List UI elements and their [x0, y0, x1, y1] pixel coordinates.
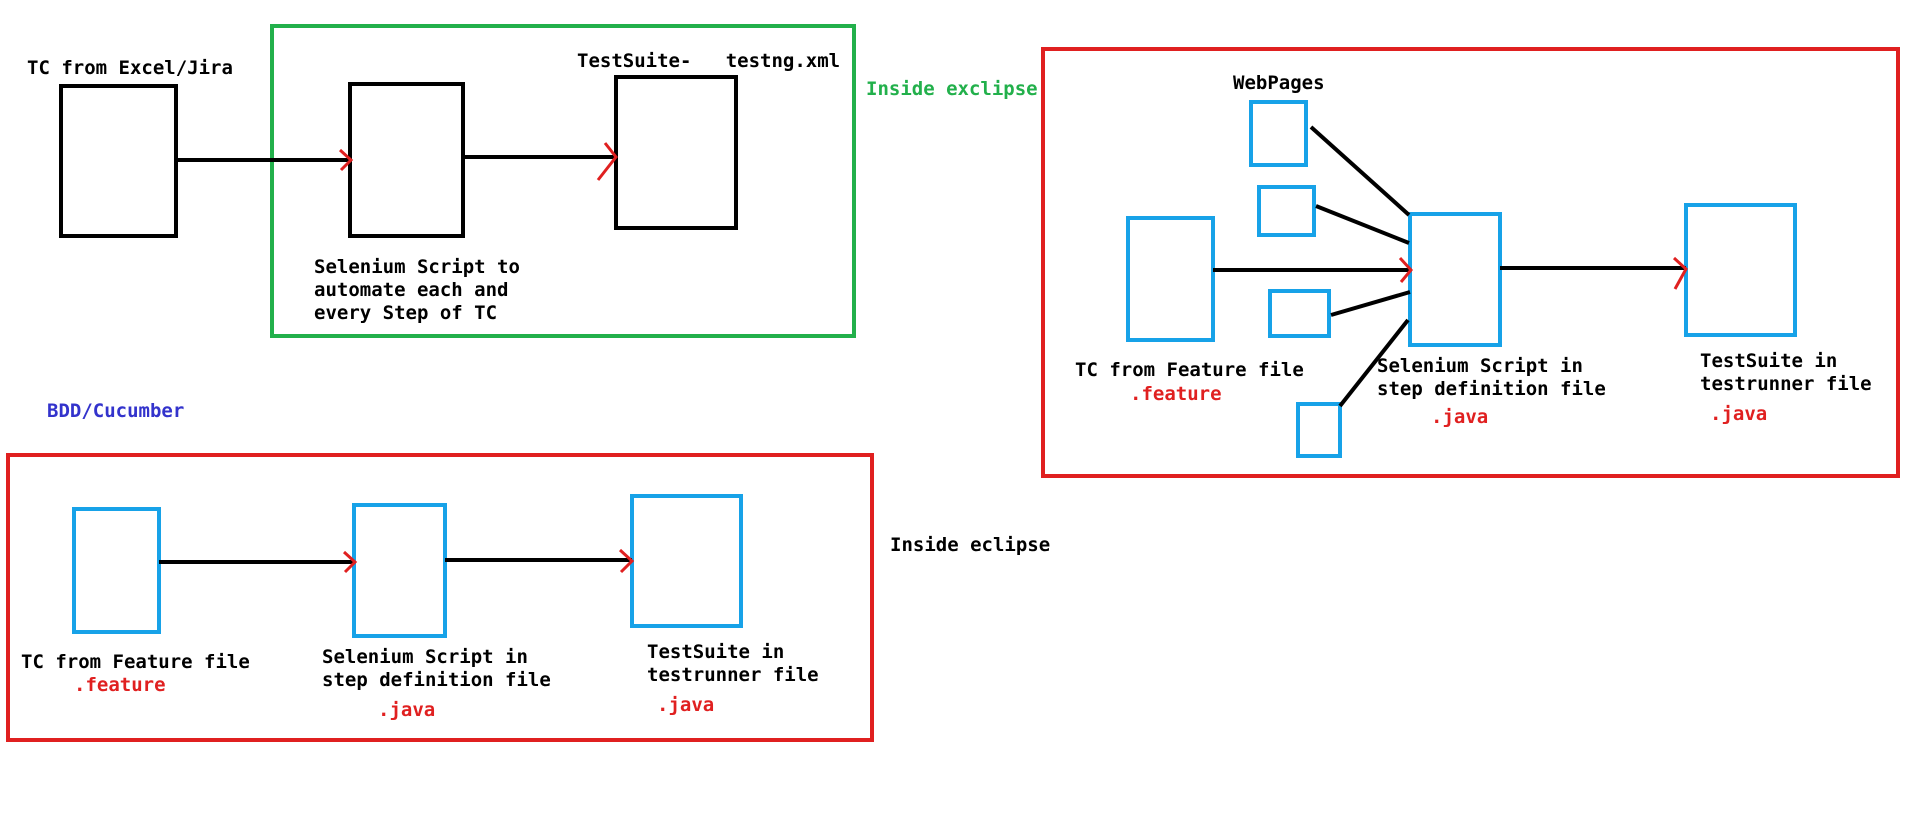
bdd-detail-frame-red [1041, 47, 1900, 478]
arrowhead-detail-feature-to-step [1398, 256, 1413, 283]
arrowhead-step-to-runner [618, 548, 635, 574]
detail-feature-box [1126, 216, 1215, 342]
arrowhead-detail-step-to-runner [1672, 256, 1688, 290]
detail-step-definition-box [1408, 212, 1502, 347]
webpage-box-3 [1268, 289, 1331, 338]
feature-file-box [72, 507, 161, 634]
arrowhead-tc-to-script [338, 148, 354, 172]
detail-step-java-ext-label: .java [1431, 406, 1489, 428]
detail-feature-ext-label: .feature [1130, 383, 1222, 405]
bdd-frame-red [6, 453, 874, 742]
step-java-ext-label: .java [378, 699, 436, 721]
tc-excel-label: TC from Excel/Jira [27, 57, 233, 79]
testsuite-xml-label: TestSuite- testng.xml [577, 50, 841, 72]
detail-runner-java-ext-label: .java [1710, 403, 1768, 425]
link-webpage-2 [1315, 204, 1410, 245]
inside-eclipse-label: Inside eclipse [890, 534, 1051, 556]
webpage-box-1 [1249, 100, 1308, 167]
detail-runner-label-line2: testrunner file [1700, 373, 1872, 395]
selenium-script-label-line2: automate each and [314, 279, 509, 301]
step-definition-box [352, 503, 447, 638]
inside-eclipse-frame-green [270, 24, 856, 338]
detail-testrunner-box [1684, 203, 1797, 337]
runner-java-ext-label: .java [657, 694, 715, 716]
feature-ext-label: .feature [74, 674, 166, 696]
detail-runner-label-line1: TestSuite in [1700, 350, 1838, 372]
testrunner-label-line2: testrunner file [647, 664, 819, 686]
step-definition-label-line1: Selenium Script in [322, 646, 528, 668]
detail-step-label-line2: step definition file [1377, 378, 1606, 400]
inside-exclipse-label: Inside exclipse [866, 78, 1038, 100]
link-webpage-3 [1330, 290, 1411, 317]
link-webpage-1 [1309, 125, 1411, 217]
selenium-script-label-line3: every Step of TC [314, 302, 498, 324]
selenium-script-label-line1: Selenium Script to [314, 256, 520, 278]
step-definition-label-line2: step definition file [322, 669, 551, 691]
detail-feature-label: TC from Feature file [1075, 359, 1304, 381]
webpages-label: WebPages [1233, 72, 1325, 94]
tc-excel-box [59, 84, 178, 238]
feature-file-label: TC from Feature file [21, 651, 250, 673]
webpage-box-2 [1257, 185, 1316, 237]
arrowhead-script-to-suite [596, 142, 618, 181]
testrunner-box [630, 494, 743, 628]
link-webpage-4 [1338, 318, 1410, 408]
testrunner-label-line1: TestSuite in [647, 641, 785, 663]
arrowhead-feature-to-step [342, 550, 358, 574]
detail-step-label-line1: Selenium Script in [1377, 355, 1583, 377]
bdd-cucumber-heading: BDD/Cucumber [47, 400, 185, 422]
testsuite-xml-box [614, 75, 738, 230]
webpage-box-4 [1296, 402, 1342, 458]
selenium-script-box [348, 82, 465, 238]
